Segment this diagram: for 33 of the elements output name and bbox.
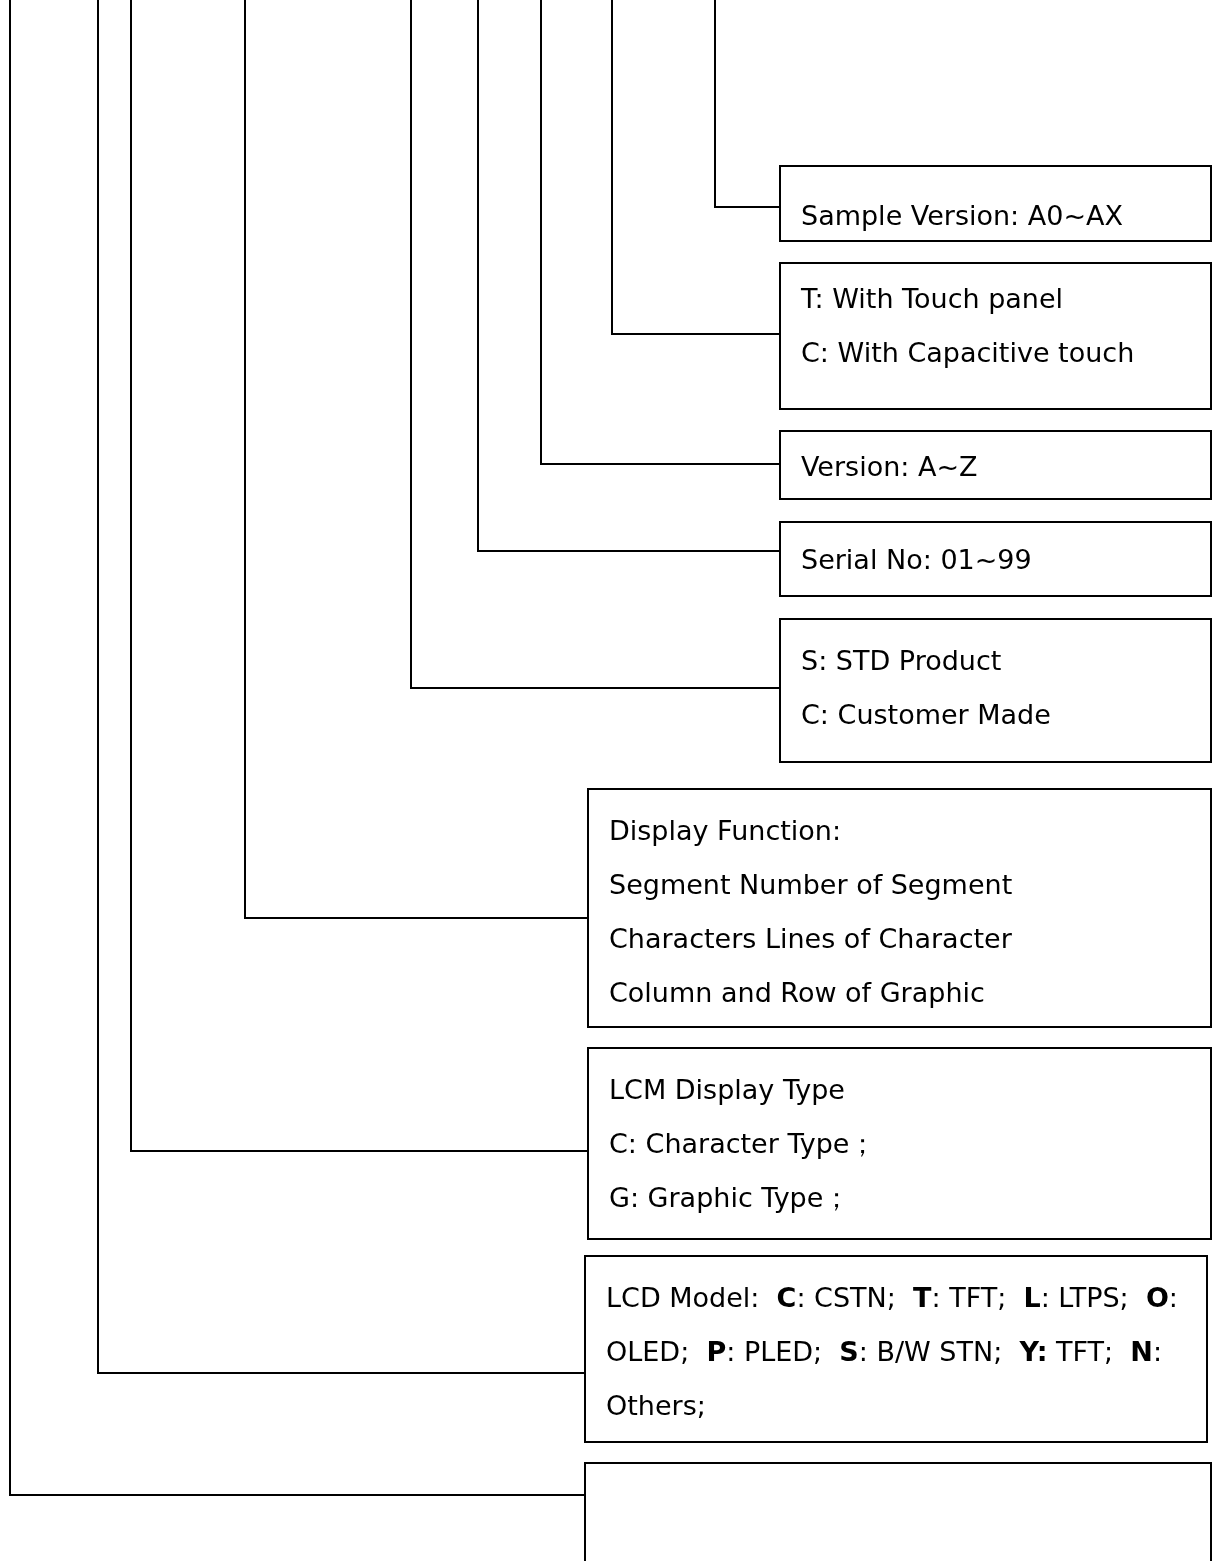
description-text: Display Function: [609,814,843,848]
leader-line [477,0,780,552]
description-box [779,262,1212,410]
description-box [587,1047,1212,1240]
description-text: LCD Model: C: CSTN; T: TFT; L: LTPS; O: OLED; P: PLED; S: B/W STN; Y: TFT; N: Others; [606,1281,1179,1423]
leader-line [714,0,780,208]
description-text: C: Character Type； [609,1127,878,1161]
description-box [779,618,1212,763]
description-box [779,521,1212,597]
description-text: C: Customer Made [801,698,1052,732]
description-text: LCM Display Type [609,1073,846,1107]
description-text: Sample Version: A0~AX [801,199,1125,233]
leader-line [97,0,585,1374]
description-text: Segment Number of Segment [609,868,1014,902]
leader-line [611,0,780,335]
leader-line [410,0,780,689]
leader-line [130,0,588,1152]
description-text: T: With Touch panel [801,282,1065,316]
empty-box [584,1462,1212,1561]
description-text: Version: A~Z [801,450,979,484]
description-text: C: With Capacitive touch [801,336,1136,370]
description-text: G: Graphic Type； [609,1181,852,1215]
description-box [779,165,1212,242]
leader-line [244,0,588,919]
description-text: S: STD Product [801,644,1003,678]
description-text: Serial No: 01~99 [801,543,1033,577]
description-box [584,1255,1208,1443]
leader-line [9,0,585,1496]
description-box [587,788,1212,1028]
description-box [779,430,1212,500]
description-text: Column and Row of Graphic [609,976,986,1010]
leader-line [540,0,780,465]
description-text: Characters Lines of Character [609,922,1013,956]
